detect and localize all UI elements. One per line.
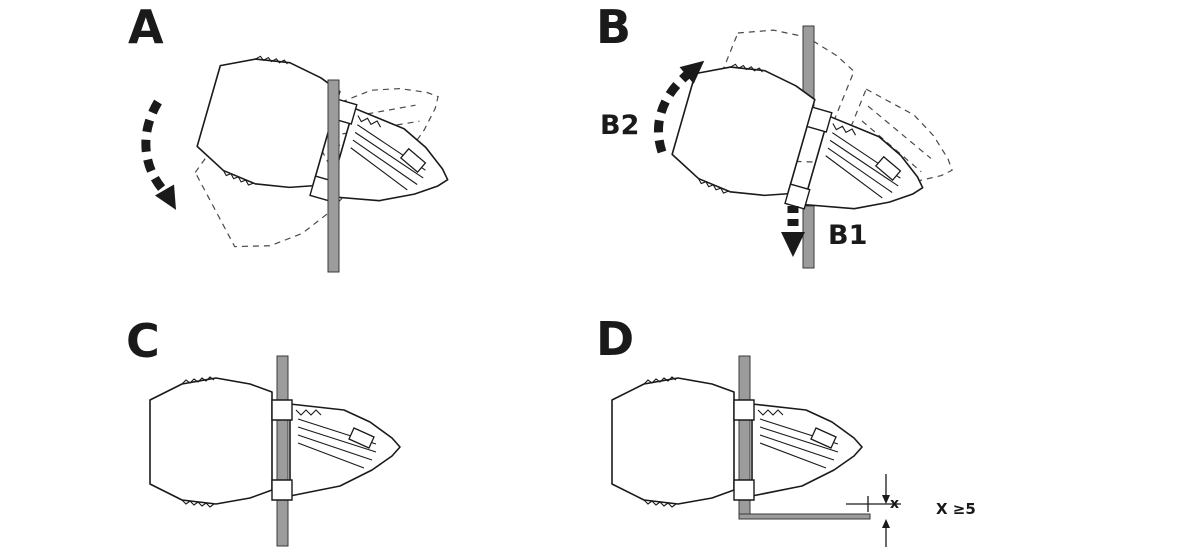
panel-d-label: D bbox=[596, 312, 634, 366]
dimension-x-lines bbox=[846, 474, 901, 547]
panel-b-label: B bbox=[596, 0, 631, 54]
panel-c-drawing bbox=[149, 355, 401, 547]
connector-d bbox=[611, 376, 863, 508]
push-down-arrow-b1-icon bbox=[781, 206, 805, 257]
panel-c-label: C bbox=[126, 314, 160, 368]
panel-edge-flange bbox=[738, 513, 871, 520]
rotate-down-arrow-icon bbox=[141, 99, 176, 210]
step-b2-label: B2 bbox=[600, 110, 640, 141]
panel-a-drawing bbox=[141, 35, 468, 273]
mounting-rail-b-lower bbox=[802, 205, 815, 269]
dimension-note: X ≥5 bbox=[936, 500, 976, 518]
rotate-up-arrow-b2-icon bbox=[654, 60, 705, 154]
mounting-rail-c bbox=[276, 355, 289, 547]
panel-b-drawing bbox=[654, 12, 979, 269]
connector-c bbox=[149, 376, 401, 508]
mounting-rail-a bbox=[327, 79, 340, 273]
panel-a-label: A bbox=[128, 0, 164, 54]
panel-d-drawing bbox=[611, 355, 901, 547]
step-b1-label: B1 bbox=[828, 220, 868, 251]
dimension-x-symbol: x bbox=[890, 496, 900, 512]
